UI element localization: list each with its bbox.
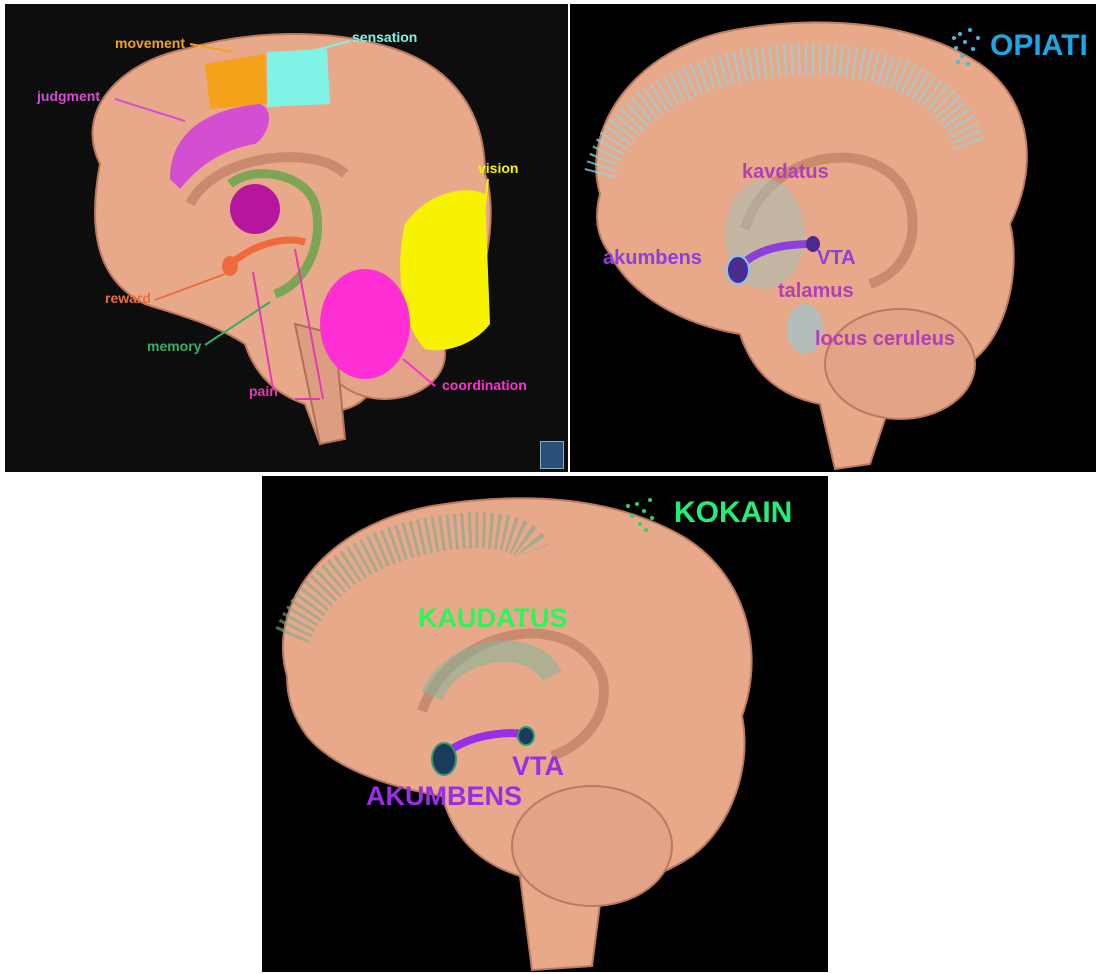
opiati-title: OPIATI	[990, 29, 1088, 63]
opiati-brain-diagram	[570, 4, 1096, 472]
vision-region	[400, 190, 490, 350]
kavdatus-label: kavdatus	[742, 161, 829, 184]
pain-label: pain	[249, 383, 278, 399]
thalamus-region	[230, 184, 280, 234]
sensation-label: sensation	[352, 29, 417, 45]
akumbens-nucleus	[727, 256, 749, 284]
coordination-label: coordination	[442, 377, 527, 393]
sensation-region	[267, 49, 330, 107]
publisher-logo	[540, 441, 564, 469]
vta-label: VTA	[512, 751, 564, 782]
brain-functions-panel: movement sensation judgment vision rewar…	[5, 4, 568, 472]
akumbens-nucleus	[432, 743, 456, 775]
kaudatus-label: KAUDATUS	[418, 603, 568, 634]
movement-label: movement	[115, 35, 185, 51]
kokain-brain-diagram	[262, 476, 828, 972]
brain-functions-diagram	[5, 4, 568, 472]
kokain-panel: KOKAIN KAUDATUS VTA AKUMBENS	[262, 476, 828, 972]
akumbens-label: AKUMBENS	[366, 781, 522, 812]
vta-label: VTA	[817, 247, 856, 270]
coordination-region	[320, 269, 410, 379]
locus-ceruleus-label: locus ceruleus	[815, 328, 955, 351]
judgment-label: judgment	[37, 88, 100, 104]
talamus-label: talamus	[778, 280, 854, 303]
kokain-title: KOKAIN	[674, 496, 792, 530]
akumbens-label: akumbens	[603, 247, 702, 270]
vision-label: vision	[478, 160, 518, 176]
opiati-panel: OPIATI kavdatus akumbens VTA talamus loc…	[570, 4, 1096, 472]
memory-label: memory	[147, 338, 201, 354]
reward-label: reward	[105, 290, 151, 306]
vta-nucleus	[518, 727, 534, 745]
